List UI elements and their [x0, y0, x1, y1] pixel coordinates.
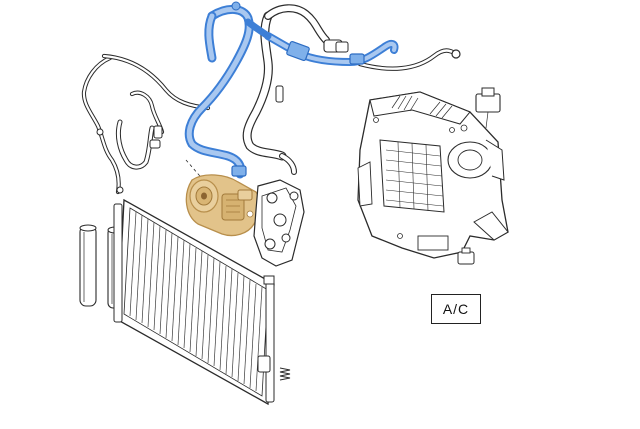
hvac-unit-icon: [357, 91, 509, 259]
compressor-bracket-icon: [253, 179, 305, 267]
condenser-icon: [113, 198, 291, 406]
sensor-icon: [457, 247, 475, 265]
compressor-icon: [185, 174, 261, 237]
expansion-valve-icon: [323, 39, 501, 129]
refrigerant-hose-icon: [184, 1, 399, 179]
refrigerant-hose-icon: [81, 4, 461, 195]
ac-label: A/C: [431, 294, 481, 324]
